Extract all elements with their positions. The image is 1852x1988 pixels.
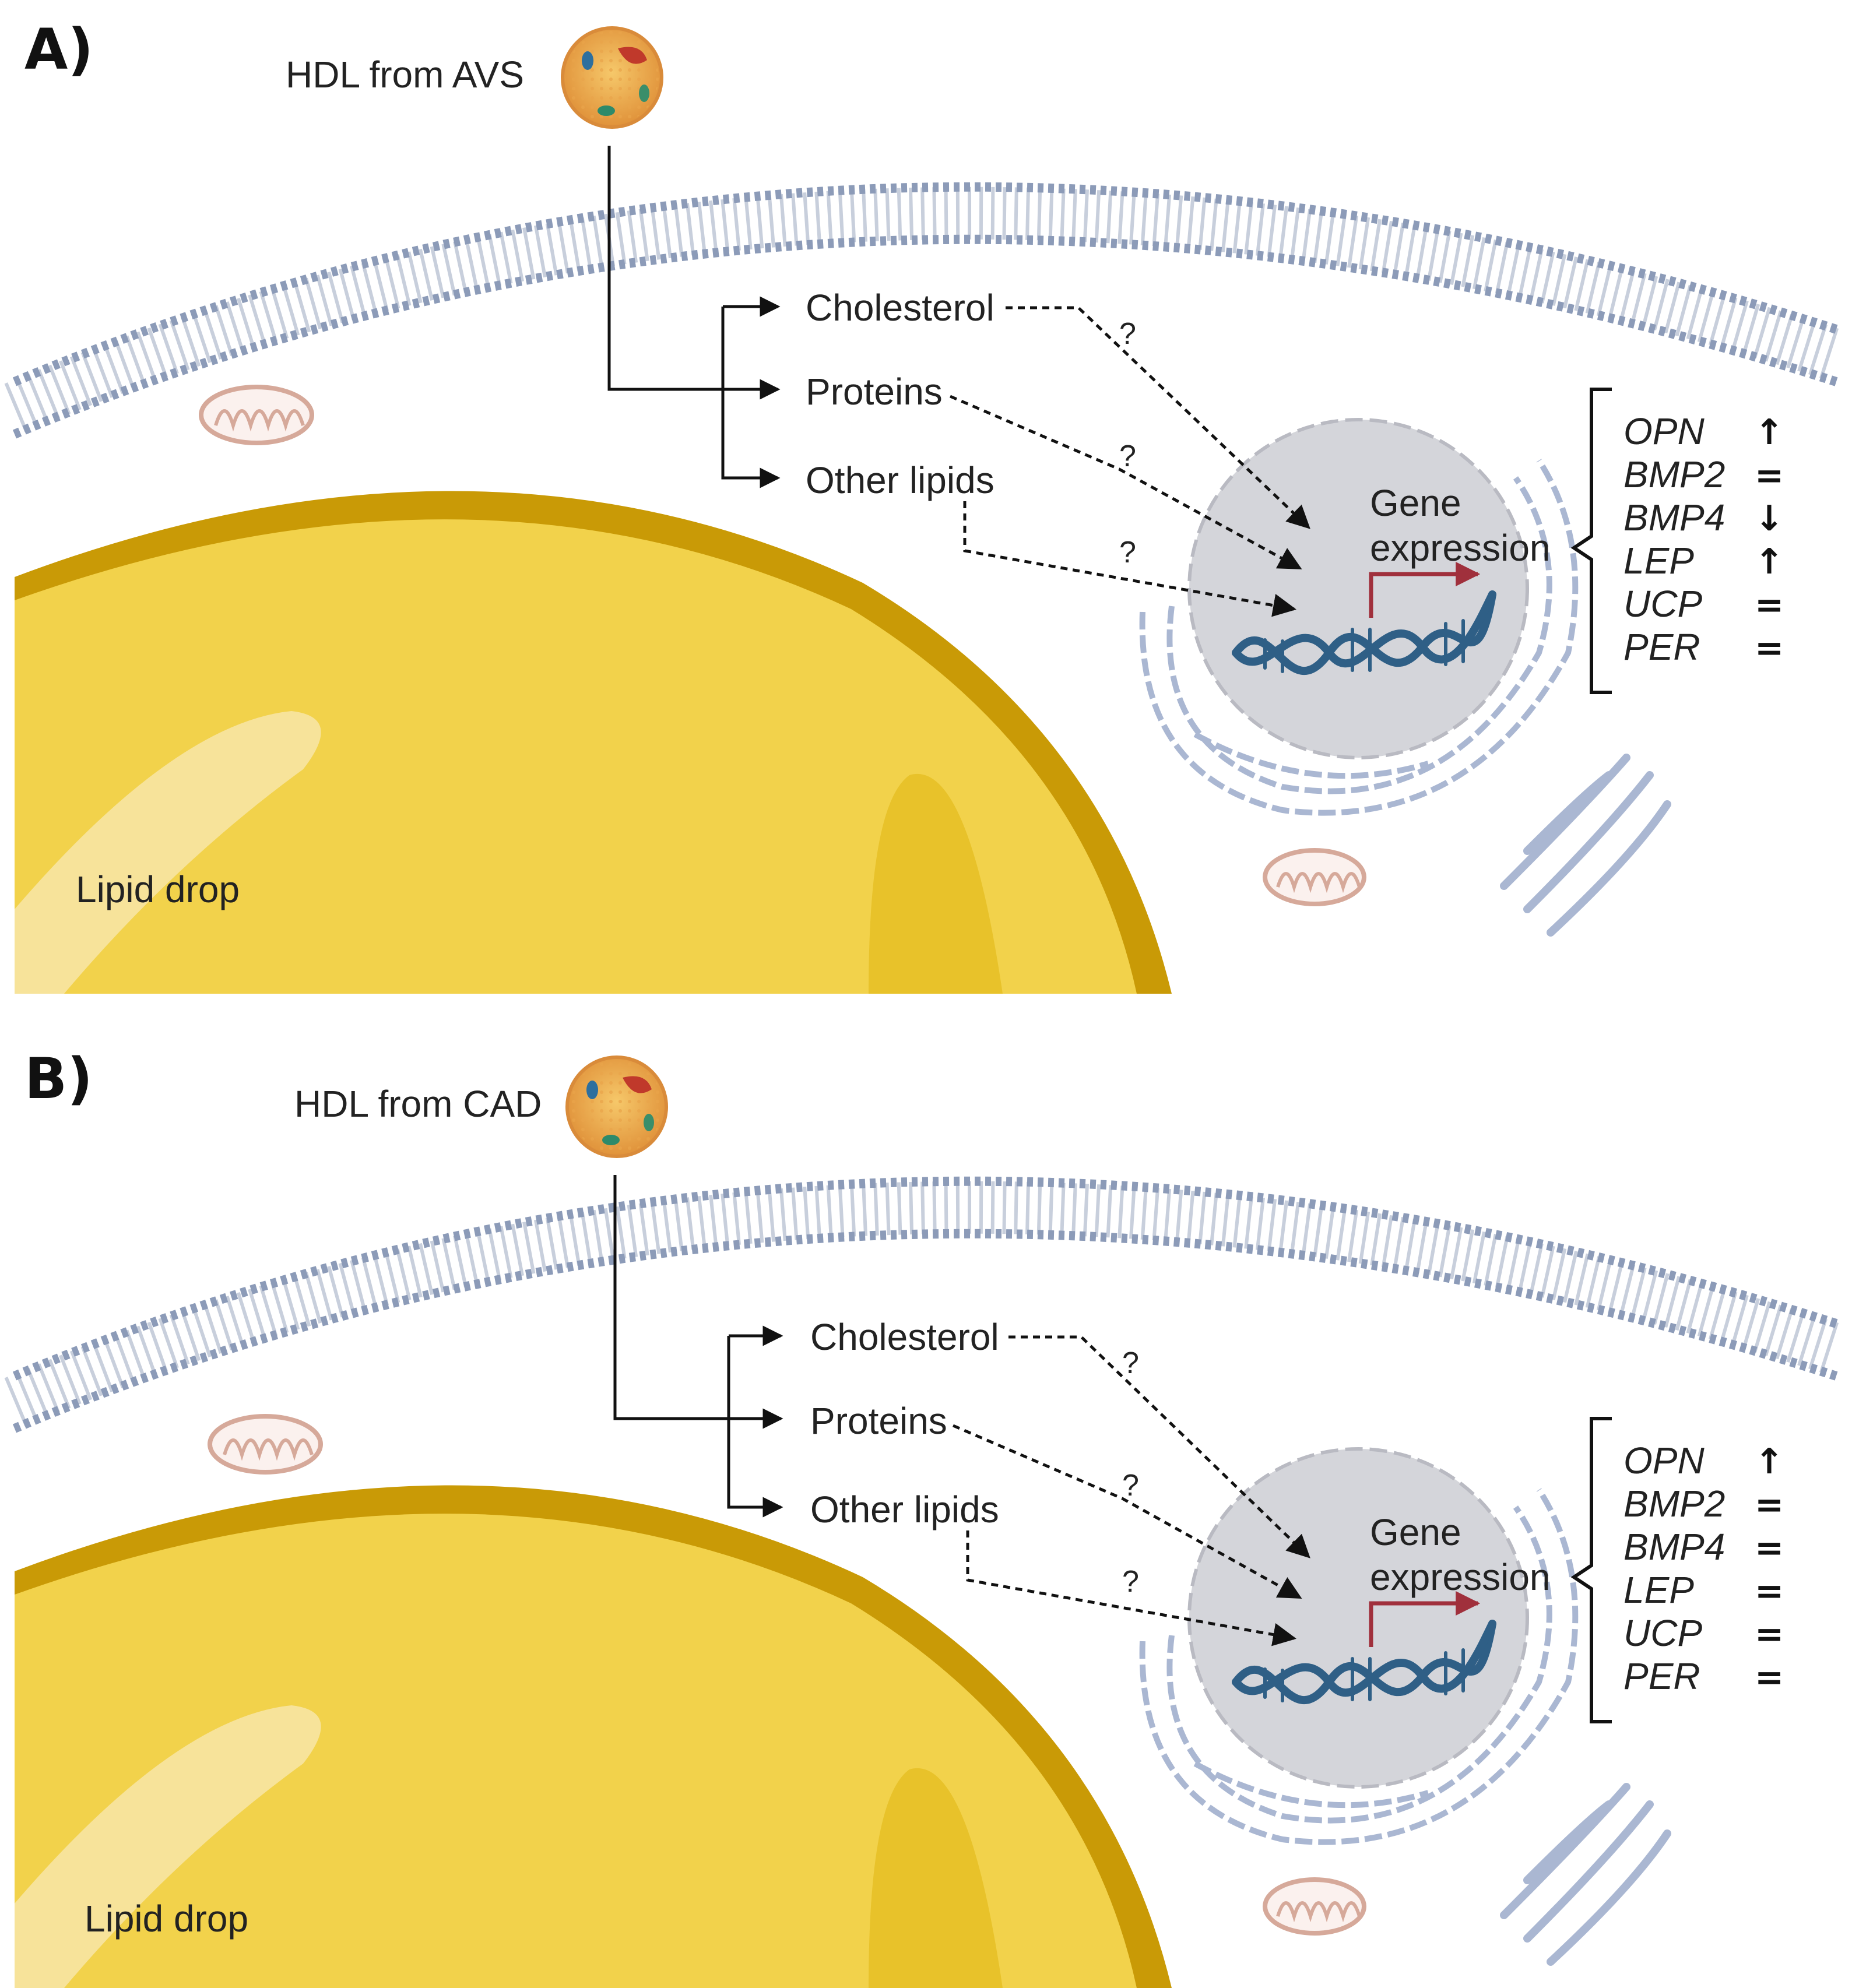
component-other-lipids: Other lipids [806, 459, 994, 501]
nucleus [1187, 418, 1529, 759]
pathway-connectors [607, 146, 781, 488]
component-proteins: Proteins [806, 371, 943, 413]
lipid-drop [15, 491, 1172, 994]
unknown-mark: ? [1119, 317, 1136, 351]
unknown-mark: ? [1122, 1346, 1139, 1380]
gene-name: UCP [1623, 1612, 1702, 1654]
mitochondrion-icon [1263, 1877, 1366, 1936]
lipid-drop [15, 1485, 1172, 1988]
unknown-mark: ? [1122, 1565, 1139, 1599]
unknown-pathways [950, 306, 1310, 617]
unknown-pathways [953, 1335, 1310, 1646]
mitochondrion-icon [199, 385, 314, 445]
lipid-drop-label: Lipid drop [85, 1898, 248, 1940]
gene-bracket [1570, 1417, 1612, 1723]
mitochondrion-icon [208, 1414, 323, 1475]
unknown-mark: ? [1119, 439, 1136, 473]
gene-list: OPN BMP2 BMP4 LEP UCP PER ↑ = ↓ ↑ = = [1623, 410, 1784, 668]
hdl-particle-icon [561, 26, 663, 129]
panel-b: B) HDL from CAD Cholesterol Proteins Oth… [0, 994, 1852, 1988]
gene-name: BMP4 [1623, 1526, 1725, 1568]
gene-name: LEP [1623, 540, 1694, 582]
transcription-arrow [1369, 1591, 1481, 1647]
nucleus-label: Gene [1370, 482, 1461, 524]
endoplasmic-reticulum-icon [1139, 1488, 1579, 1845]
gene-name: OPN [1623, 1440, 1705, 1482]
panel-a: A) HDL from AVS Cholesterol Proteins Oth… [4, 17, 1844, 994]
gene-change: ↑ [1755, 541, 1784, 582]
gene-change: = [1755, 455, 1784, 496]
dna-icon [1232, 590, 1496, 675]
gene-change: ↑ [1755, 412, 1784, 453]
nucleus-label: Gene [1370, 1511, 1461, 1553]
gene-name: BMP2 [1623, 1483, 1725, 1525]
gene-change: = [1755, 1614, 1784, 1655]
gene-change: = [1755, 1528, 1784, 1568]
endoplasmic-reticulum-icon [1139, 459, 1579, 816]
gene-name: BMP2 [1623, 453, 1725, 495]
gene-bracket [1570, 388, 1612, 694]
lipid-drop-label: Lipid drop [76, 868, 240, 910]
unknown-mark: ? [1122, 1469, 1139, 1503]
panel-b-diagram: B) HDL from CAD Cholesterol Proteins Oth… [4, 1046, 1844, 1988]
gene-change: = [1755, 1657, 1784, 1698]
gene-change: = [1755, 585, 1784, 625]
transcription-arrow [1369, 562, 1481, 618]
cell-membrane [4, 182, 1844, 439]
panel-label: A) [24, 17, 93, 82]
gene-change: ↑ [1755, 1441, 1784, 1482]
component-cholesterol: Cholesterol [810, 1316, 999, 1358]
gene-change: = [1755, 628, 1784, 668]
golgi-icon [1500, 754, 1671, 937]
gene-name: PER [1623, 1655, 1700, 1697]
gene-name: LEP [1623, 1569, 1694, 1611]
component-proteins: Proteins [810, 1400, 947, 1442]
gene-name: UCP [1623, 583, 1702, 625]
gene-name: OPN [1623, 410, 1705, 452]
gene-name: PER [1623, 626, 1700, 668]
golgi-icon [1500, 1783, 1671, 1966]
pathway-connectors [613, 1175, 783, 1518]
gene-change: = [1755, 1484, 1784, 1525]
dna-icon [1232, 1620, 1496, 1705]
component-cholesterol: Cholesterol [806, 287, 994, 329]
unknown-mark: ? [1119, 536, 1136, 569]
gene-name: BMP4 [1623, 497, 1725, 539]
nucleus [1187, 1447, 1529, 1789]
panel-a-diagram: A) HDL from AVS Cholesterol Proteins Oth… [4, 17, 1844, 994]
nucleus-label: expression [1370, 1556, 1551, 1598]
component-other-lipids: Other lipids [810, 1489, 999, 1530]
panel-label: B) [24, 1046, 93, 1111]
hdl-source-label: HDL from CAD [294, 1083, 542, 1125]
gene-list: OPN BMP2 BMP4 LEP UCP PER ↑ = = = = = [1623, 1440, 1784, 1698]
gene-change: = [1755, 1571, 1784, 1611]
hdl-particle-icon [565, 1055, 668, 1158]
mitochondrion-icon [1263, 848, 1366, 906]
nucleus-label: expression [1370, 527, 1551, 569]
hdl-source-label: HDL from AVS [286, 54, 524, 96]
cell-membrane [4, 1176, 1844, 1433]
gene-change: ↓ [1755, 498, 1784, 539]
